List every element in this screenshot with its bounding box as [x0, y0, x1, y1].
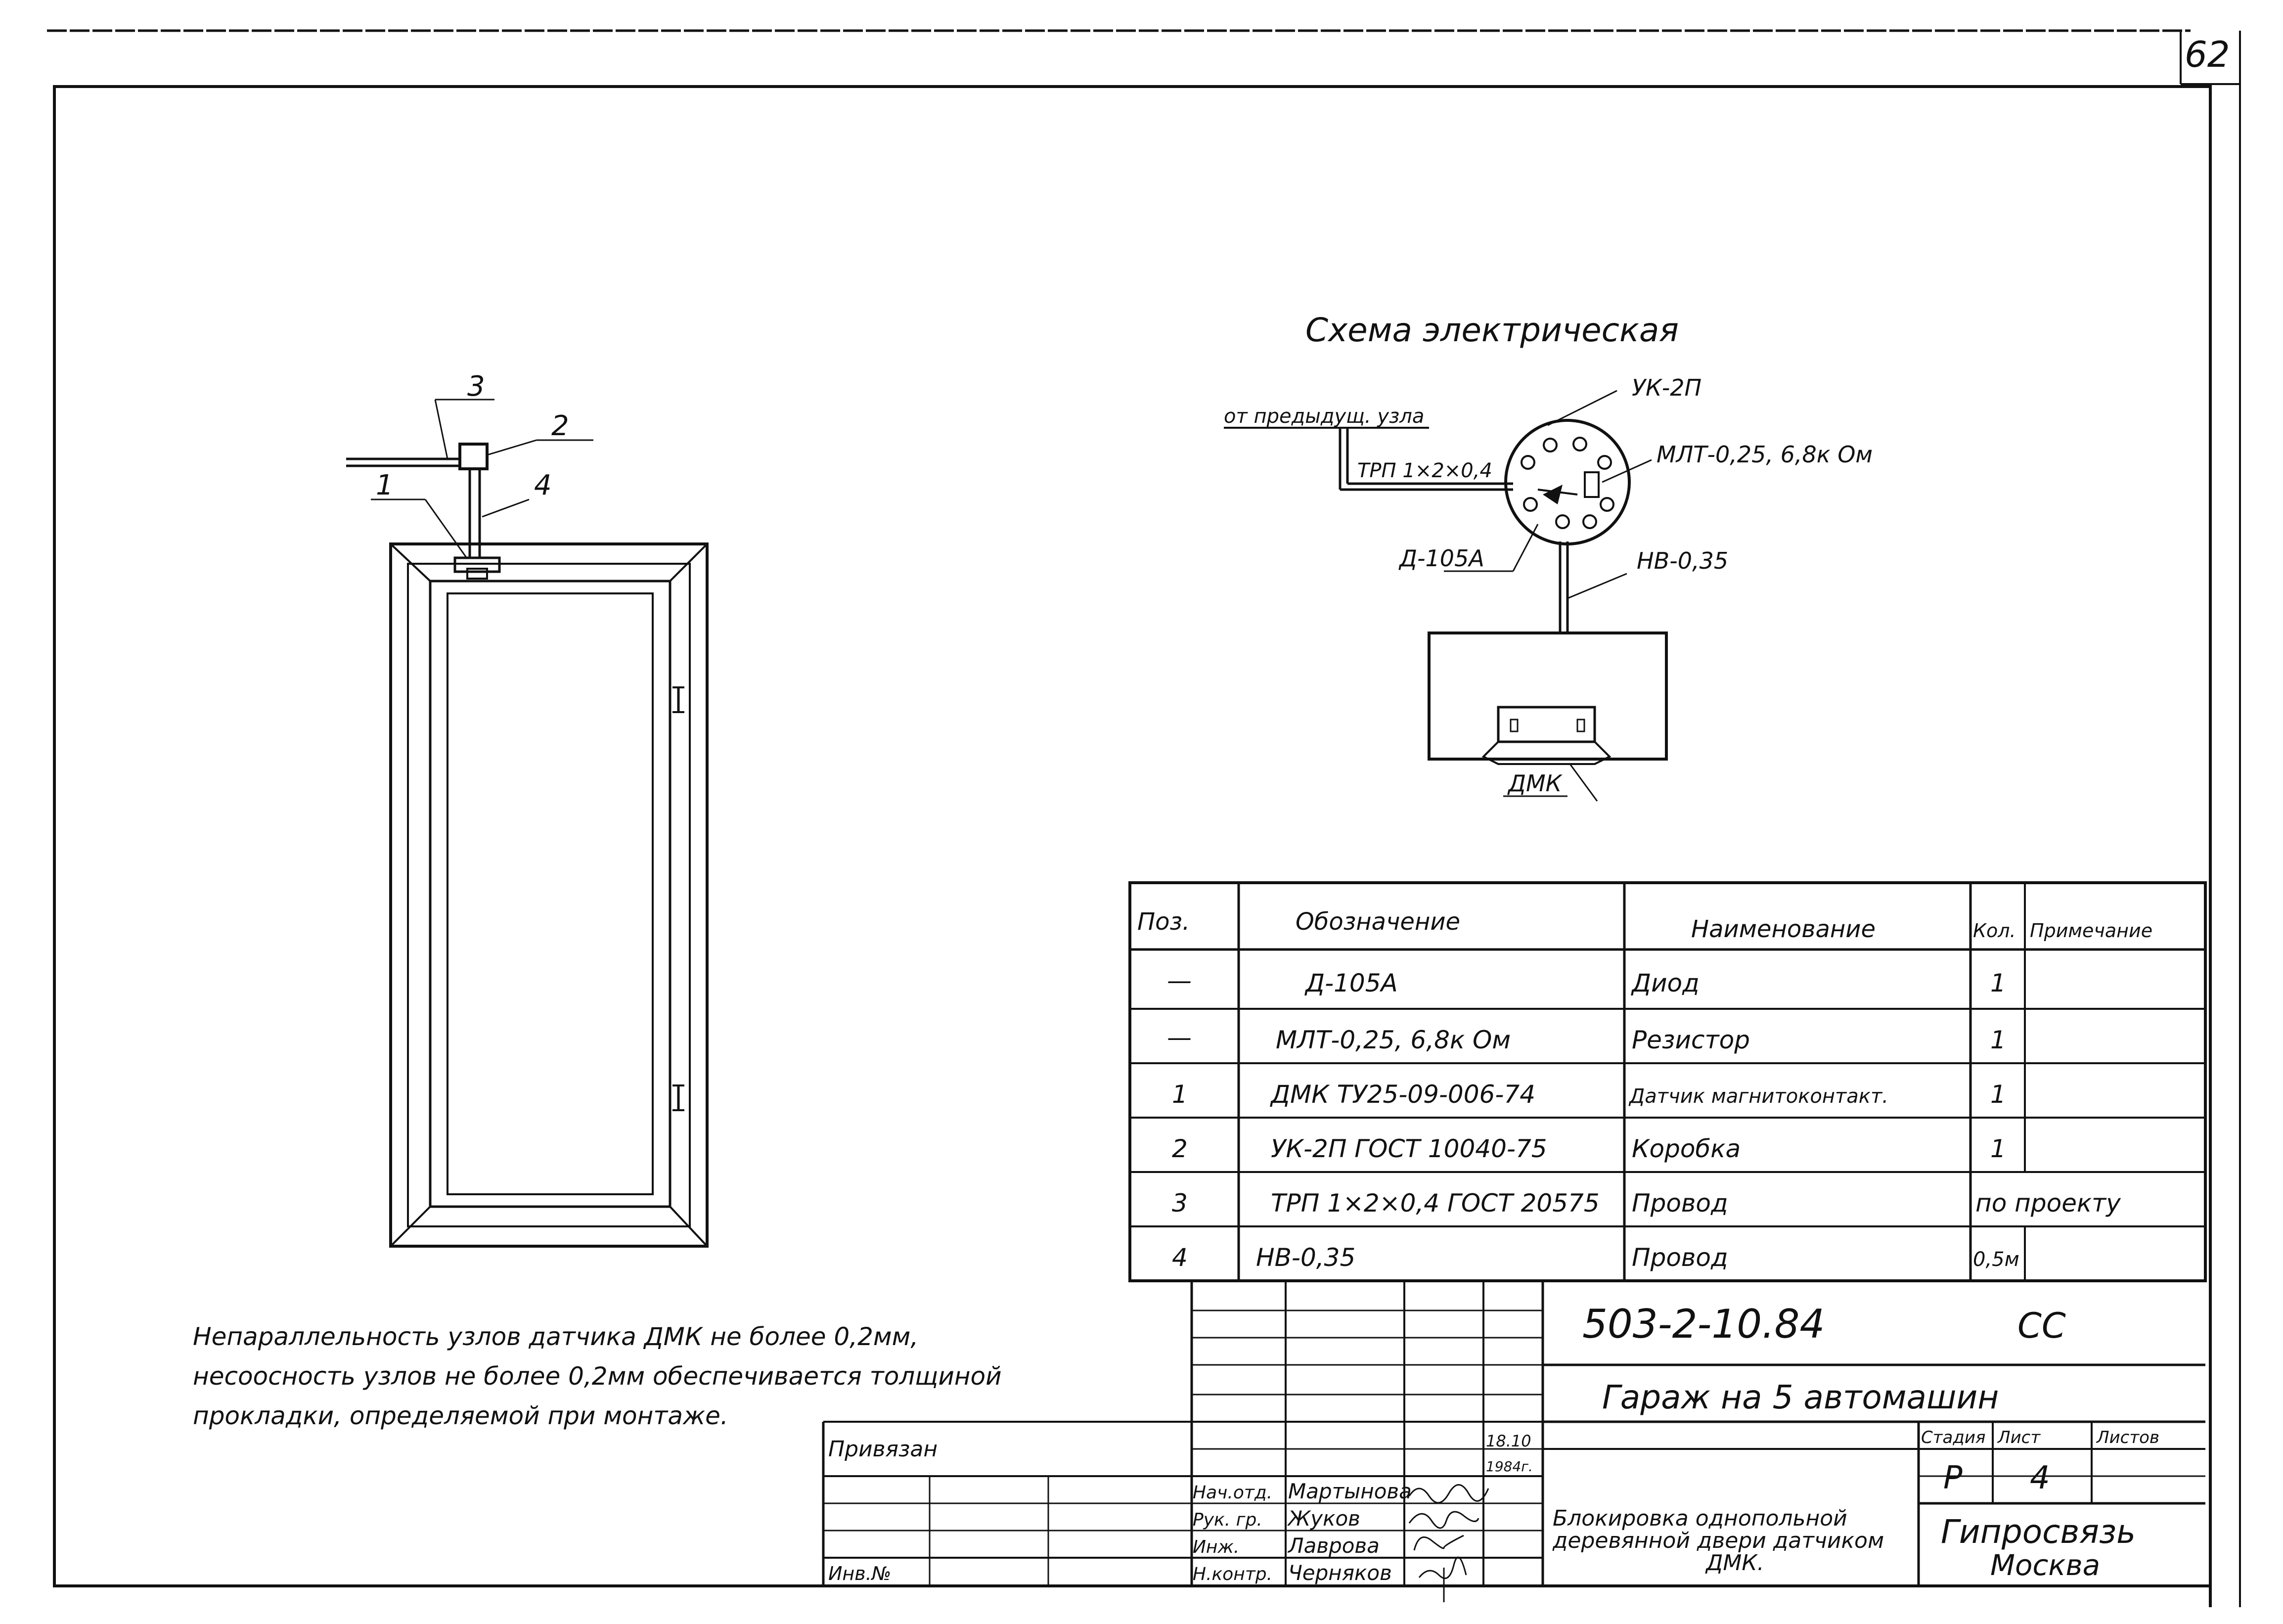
approval-date-2: 1984г. — [1486, 1458, 1533, 1475]
table-row: — МЛТ-0,25, 6,8к Ом Резистор 1 — [1167, 1023, 2006, 1054]
spec-table-rows: — Д-105А Диод 1 — МЛТ-0,25, 6,8к Ом Рези… — [1167, 966, 2121, 1272]
row-name: Резистор — [1632, 1026, 1750, 1054]
row-designation: Д-105А — [1304, 969, 1398, 997]
row-designation: ТРП 1×2×0,4 ГОСТ 20575 — [1271, 1189, 1600, 1218]
org-name: Гипросвязь — [1941, 1513, 2136, 1551]
row-name: Диод — [1631, 969, 1700, 997]
row-qty: 1 — [1990, 969, 2006, 997]
row-name: Провод — [1632, 1243, 1728, 1272]
col-header-note: Примечание — [2030, 920, 2152, 942]
table-row: 4 НВ-0,35 Провод 0,5м — [1172, 1243, 2019, 1272]
name-norm-control: Черняков — [1288, 1561, 1392, 1585]
callout-3: 3 — [467, 370, 485, 403]
bound-label: Привязан — [828, 1437, 938, 1462]
mounting-note: Непараллельность узлов датчика ДМК не бо… — [193, 1322, 1002, 1430]
sheet-value: 4 — [2030, 1460, 2050, 1496]
table-row: 3 ТРП 1×2×0,4 ГОСТ 20575 Провод по проек… — [1172, 1189, 2121, 1218]
note-line-3: прокладки, определяемой при монтаже. — [193, 1401, 728, 1430]
table-row: 1 ДМК ТУ25-09-006-74 Датчик магнитоконта… — [1172, 1080, 2006, 1109]
role-group-lead: Рук. гр. — [1193, 1510, 1262, 1530]
scheme-title: Схема электрическая — [1305, 311, 1679, 349]
role-head-dept: Нач.отд. — [1193, 1483, 1272, 1503]
callout-4: 4 — [534, 469, 552, 501]
row-designation: НВ-0,35 — [1256, 1243, 1355, 1272]
role-engineer: Инж. — [1193, 1537, 1239, 1557]
sheet-label: Лист — [1997, 1428, 2041, 1447]
inv-label: Инв.№ — [828, 1563, 891, 1584]
note-line-1: Непараллельность узлов датчика ДМК не бо… — [193, 1322, 918, 1351]
door-drawing — [346, 399, 709, 1248]
col-header-qty: Кол. — [1973, 920, 2016, 942]
row-name: Датчик магнитоконтакт. — [1628, 1085, 1888, 1108]
table-row: — Д-105А Диод 1 — [1167, 966, 2006, 997]
drawing-title-line-2: деревянной двери датчиком — [1552, 1528, 1884, 1553]
scheme-wire-label: НВ-0,35 — [1637, 547, 1728, 574]
row-pos: 1 — [1172, 1080, 1188, 1109]
scheme-diode-label: Д-105А — [1398, 545, 1484, 572]
signature-roles: Нач.отд. Рук. гр. Инж. Н.контр. — [1193, 1483, 1272, 1584]
scheme-box-label: УК-2П — [1632, 374, 1701, 401]
scheme-resistor-label: МЛТ-0,25, 6,8к Ом — [1656, 441, 1873, 468]
sheets-label: Листов — [2096, 1428, 2159, 1447]
row-qty: 0,5м — [1973, 1248, 2019, 1271]
doc-suffix: СС — [2017, 1306, 2066, 1346]
row-designation: МЛТ-0,25, 6,8к Ом — [1276, 1026, 1511, 1054]
callout-1: 1 — [376, 469, 394, 501]
row-pos: — — [1167, 1023, 1192, 1052]
name-group-lead: Жуков — [1287, 1506, 1360, 1531]
row-qty: 1 — [1990, 1134, 2006, 1163]
page-number: 62 — [2185, 34, 2230, 75]
row-name: Коробка — [1632, 1134, 1741, 1163]
handwritten-signatures — [1408, 1484, 1489, 1602]
callout-2: 2 — [551, 410, 569, 442]
row-pos: 3 — [1172, 1189, 1188, 1218]
title-block — [822, 1281, 2205, 1586]
name-head-dept: Мартынова — [1288, 1479, 1412, 1503]
stage-value: Р — [1943, 1460, 1963, 1496]
scheme-sensor-label: ДМК — [1507, 770, 1563, 797]
org-city: Москва — [1990, 1548, 2100, 1582]
table-row: 2 УК-2П ГОСТ 10040-75 Коробка 1 — [1172, 1134, 2006, 1163]
project-name: Гараж на 5 автомашин — [1602, 1378, 1999, 1416]
drawing-title-line-1: Блокировка однопольной — [1553, 1506, 1847, 1531]
col-header-pos: Поз. — [1137, 908, 1190, 936]
row-designation: УК-2П ГОСТ 10040-75 — [1271, 1134, 1547, 1163]
spec-table-header: Поз. Обозначение Наименование Кол. Приме… — [1137, 908, 2152, 943]
signature-names: Мартынова Жуков Лаврова Черняков — [1287, 1479, 1412, 1585]
row-pos: — — [1167, 966, 1192, 995]
name-engineer: Лаврова — [1287, 1534, 1380, 1558]
approval-date-1: 18.10 — [1486, 1432, 1531, 1450]
row-qty: 1 — [1990, 1026, 2006, 1054]
row-name: Провод — [1632, 1189, 1728, 1218]
spec-table — [1128, 881, 2207, 1282]
scheme-cable-label: ТРП 1×2×0,4 — [1357, 459, 1492, 482]
electrical-scheme — [1224, 390, 1668, 802]
row-pos: 4 — [1172, 1243, 1188, 1272]
row-qty: 1 — [1990, 1080, 2006, 1109]
row-designation: ДМК ТУ25-09-006-74 — [1270, 1080, 1535, 1109]
col-header-designation: Обозначение — [1296, 908, 1460, 936]
doc-code: 503-2-10.84 — [1582, 1301, 1825, 1347]
col-header-name: Наименование — [1691, 915, 1876, 943]
drawing-title-line-3: ДМК. — [1705, 1550, 1764, 1576]
role-norm-control: Н.контр. — [1193, 1564, 1272, 1584]
note-line-2: несоосность узлов не более 0,2мм обеспеч… — [193, 1362, 1002, 1391]
row-qty: по проекту — [1975, 1189, 2121, 1218]
scheme-from-prev: от предыдущ. узла — [1224, 405, 1424, 428]
row-pos: 2 — [1172, 1134, 1188, 1163]
sheet-frame — [47, 29, 2241, 1607]
stage-label: Стадия — [1921, 1428, 1985, 1447]
